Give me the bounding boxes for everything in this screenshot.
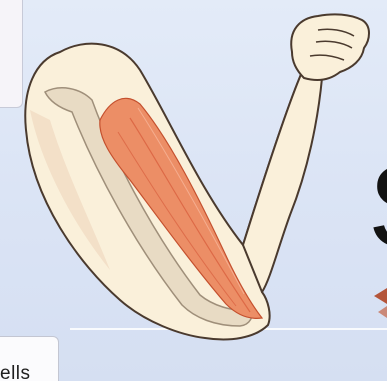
forearm bbox=[243, 72, 322, 292]
fist bbox=[291, 14, 369, 80]
slide-title-letter: S bbox=[368, 148, 387, 266]
card-label-text: ells bbox=[0, 363, 56, 381]
arrow-icon bbox=[370, 278, 387, 326]
